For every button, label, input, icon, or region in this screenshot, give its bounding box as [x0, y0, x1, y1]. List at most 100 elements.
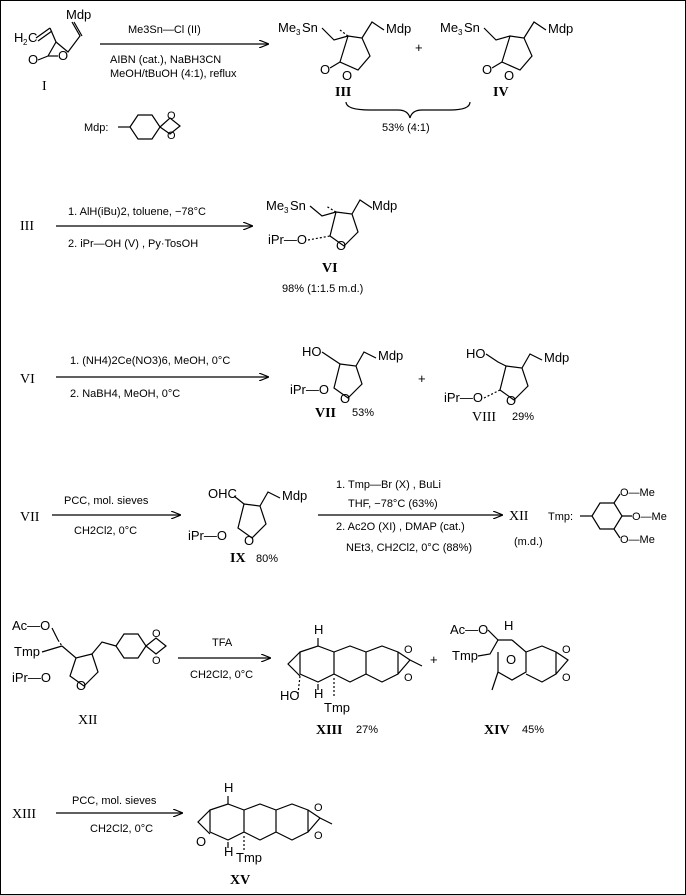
svg-text:O: O [404, 644, 413, 656]
compound-XIV-yield: 45% [522, 724, 544, 736]
compound-IV-label: IV [493, 85, 509, 100]
svg-text:O: O [196, 834, 206, 849]
step4-cond-top: PCC, mol. sieves [64, 495, 149, 507]
svg-text:3: 3 [458, 28, 463, 37]
svg-text:Tmp: Tmp [236, 850, 262, 865]
svg-text:HO: HO [466, 346, 486, 361]
svg-text:H: H [504, 618, 513, 633]
step1-cond-top: Me3Sn—Cl (II) [128, 24, 201, 36]
compound-III-label: III [335, 85, 351, 100]
svg-text:O: O [167, 130, 176, 142]
svg-text:iPr—O: iPr—O [12, 670, 51, 685]
svg-text:Mdp: Mdp [386, 21, 411, 36]
compound-IX-yield: 80% [256, 553, 278, 565]
step4b-cond-bottom-2: NEt3, CH2Cl2, 0°C (88%) [346, 542, 472, 554]
mdp-definition: Mdp: O O [84, 110, 181, 142]
svg-text:2: 2 [23, 38, 28, 47]
svg-text:O: O [167, 110, 176, 122]
svg-text:O: O [76, 678, 86, 693]
compound-XII-label: XII [78, 713, 98, 728]
svg-text:Mdp: Mdp [378, 348, 403, 363]
svg-text:O: O [404, 672, 413, 684]
compound-XIV-structure: Ac—O H Tmp O O O [450, 618, 571, 691]
svg-text:O: O [58, 48, 68, 63]
step2-start-label: III [20, 219, 34, 234]
svg-text:HO: HO [280, 688, 300, 703]
svg-text:Sn: Sn [290, 198, 306, 213]
step4b-cond-top-2: THF, −78°C (63%) [348, 498, 438, 510]
step2-cond-bottom: 2. iPr—OH (V) , Py·TosOH [68, 238, 198, 250]
step4-start-label: VII [20, 510, 40, 525]
svg-text:Mdp: Mdp [544, 350, 569, 365]
svg-text:Me: Me [440, 20, 458, 35]
svg-text:H: H [314, 686, 323, 701]
svg-text:3: 3 [296, 28, 301, 37]
svg-text:O: O [152, 628, 161, 640]
svg-text:Sn: Sn [464, 20, 480, 35]
step6-start-label: XIII [12, 807, 36, 822]
compound-XII-inline-label: XII [509, 509, 529, 524]
step3-cond-bottom: 2. NaBH4, MeOH, 0°C [70, 388, 180, 400]
svg-text:Me: Me [266, 198, 284, 213]
plus-sign-1: + [415, 40, 423, 55]
svg-text:iPr—O: iPr—O [268, 232, 307, 247]
step6-cond-top: PCC, mol. sieves [72, 795, 157, 807]
plus-sign-2: + [418, 371, 426, 386]
svg-text:O: O [314, 830, 323, 842]
svg-text:Mdp: Mdp [282, 488, 307, 503]
svg-text:O: O [336, 238, 346, 253]
svg-text:O: O [314, 802, 323, 814]
svg-text:O: O [28, 52, 38, 67]
svg-text:Me: Me [278, 20, 296, 35]
tmp-def-label: Tmp: [548, 511, 573, 523]
svg-text:OHC: OHC [208, 486, 237, 501]
svg-text:O: O [504, 68, 514, 83]
step1-yield: 53% (4:1) [382, 122, 430, 134]
step6-cond-bottom: CH2Cl2, 0°C [90, 823, 153, 835]
svg-text:3: 3 [284, 206, 289, 215]
svg-text:H: H [224, 844, 233, 859]
svg-text:Tmp: Tmp [452, 648, 478, 663]
svg-text:O: O [340, 391, 350, 406]
compound-XIII-structure: H O O HO H Tmp [280, 622, 423, 715]
step5-cond-bottom: CH2Cl2, 0°C [190, 669, 253, 681]
svg-text:HO: HO [302, 344, 322, 359]
svg-text:Sn: Sn [302, 20, 318, 35]
svg-text:O: O [482, 62, 492, 77]
svg-text:O: O [562, 644, 571, 656]
compound-VIII-yield: 29% [512, 411, 534, 423]
compound-XII-note: (m.d.) [514, 536, 543, 548]
compound-VII-label: VII [315, 406, 336, 421]
svg-text:Mdp: Mdp [372, 198, 397, 213]
svg-text:Tmp: Tmp [324, 700, 350, 715]
svg-text:O—Me: O—Me [620, 534, 655, 546]
svg-text:iPr—O: iPr—O [290, 382, 329, 397]
svg-text:O: O [506, 652, 516, 667]
compound-VIII-structure: HO Mdp iPr—O O [444, 346, 569, 408]
compound-VII-yield: 53% [352, 407, 374, 419]
step3-cond-top: 1. (NH4)2Ce(NO3)6, MeOH, 0°C [70, 355, 230, 367]
svg-text:O—Me: O—Me [632, 511, 667, 523]
svg-text:O: O [152, 655, 161, 667]
compound-XIV-label: XIV [484, 723, 510, 738]
svg-text:C: C [28, 30, 37, 45]
step1-cond-bottom-1: AIBN (cat.), NaBH3CN [110, 54, 221, 66]
svg-text:O: O [244, 533, 254, 548]
svg-text:O—Me: O—Me [620, 487, 655, 499]
svg-text:Mdp: Mdp [548, 21, 573, 36]
compound-XV-label: XV [230, 873, 250, 888]
svg-text:iPr—O: iPr—O [444, 390, 483, 405]
compound-VII-structure: HO Mdp iPr—O O [290, 344, 403, 406]
compound-I-label: I [42, 79, 47, 94]
mdp-def-label: Mdp: [84, 122, 108, 134]
svg-text:O: O [342, 68, 352, 83]
svg-text:O: O [320, 62, 330, 77]
step1-cond-bottom-2: MeOH/tBuOH (4:1), reflux [110, 68, 237, 80]
compound-IX-label: IX [230, 551, 246, 566]
svg-text:O: O [562, 672, 571, 684]
